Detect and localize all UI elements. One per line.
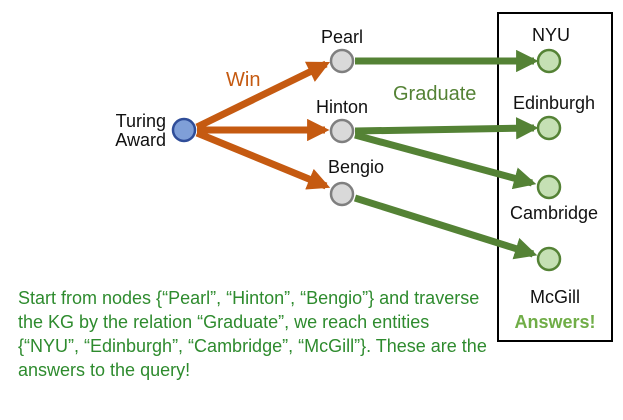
node-edinburgh	[536, 115, 562, 141]
edge-graduate-hinton-edinburgh	[354, 117, 539, 140]
relation-label-win: Win	[226, 69, 260, 91]
relation-label-graduate: Graduate	[393, 83, 476, 105]
node-hinton	[329, 118, 355, 144]
edge-graduate-hinton-cambridge	[354, 131, 537, 190]
caption-text: Start from nodes {“Pearl”, “Hinton”, “Be…	[18, 288, 487, 380]
label-turing-line1: Turing	[116, 111, 166, 131]
answers-label: Answers!	[514, 312, 595, 332]
edge-win-pearl	[195, 60, 331, 131]
node-nyu	[536, 48, 562, 74]
label-edinburgh: Edinburgh	[513, 93, 595, 113]
label-mcgill: McGill	[530, 287, 580, 307]
edge-graduate-bengio-mcgill	[353, 194, 538, 260]
node-mcgill	[536, 246, 562, 272]
label-turing-line2: Award	[115, 130, 166, 150]
label-hinton: Hinton	[316, 97, 368, 117]
edge-win-bengio	[195, 129, 331, 190]
node-turing-award	[171, 117, 197, 143]
node-bengio	[329, 181, 355, 207]
label-pearl: Pearl	[321, 27, 363, 47]
label-nyu: NYU	[532, 25, 570, 45]
label-bengio: Bengio	[328, 157, 384, 177]
label-cambridge: Cambridge	[510, 203, 598, 223]
node-cambridge	[536, 174, 562, 200]
node-pearl	[329, 48, 355, 74]
